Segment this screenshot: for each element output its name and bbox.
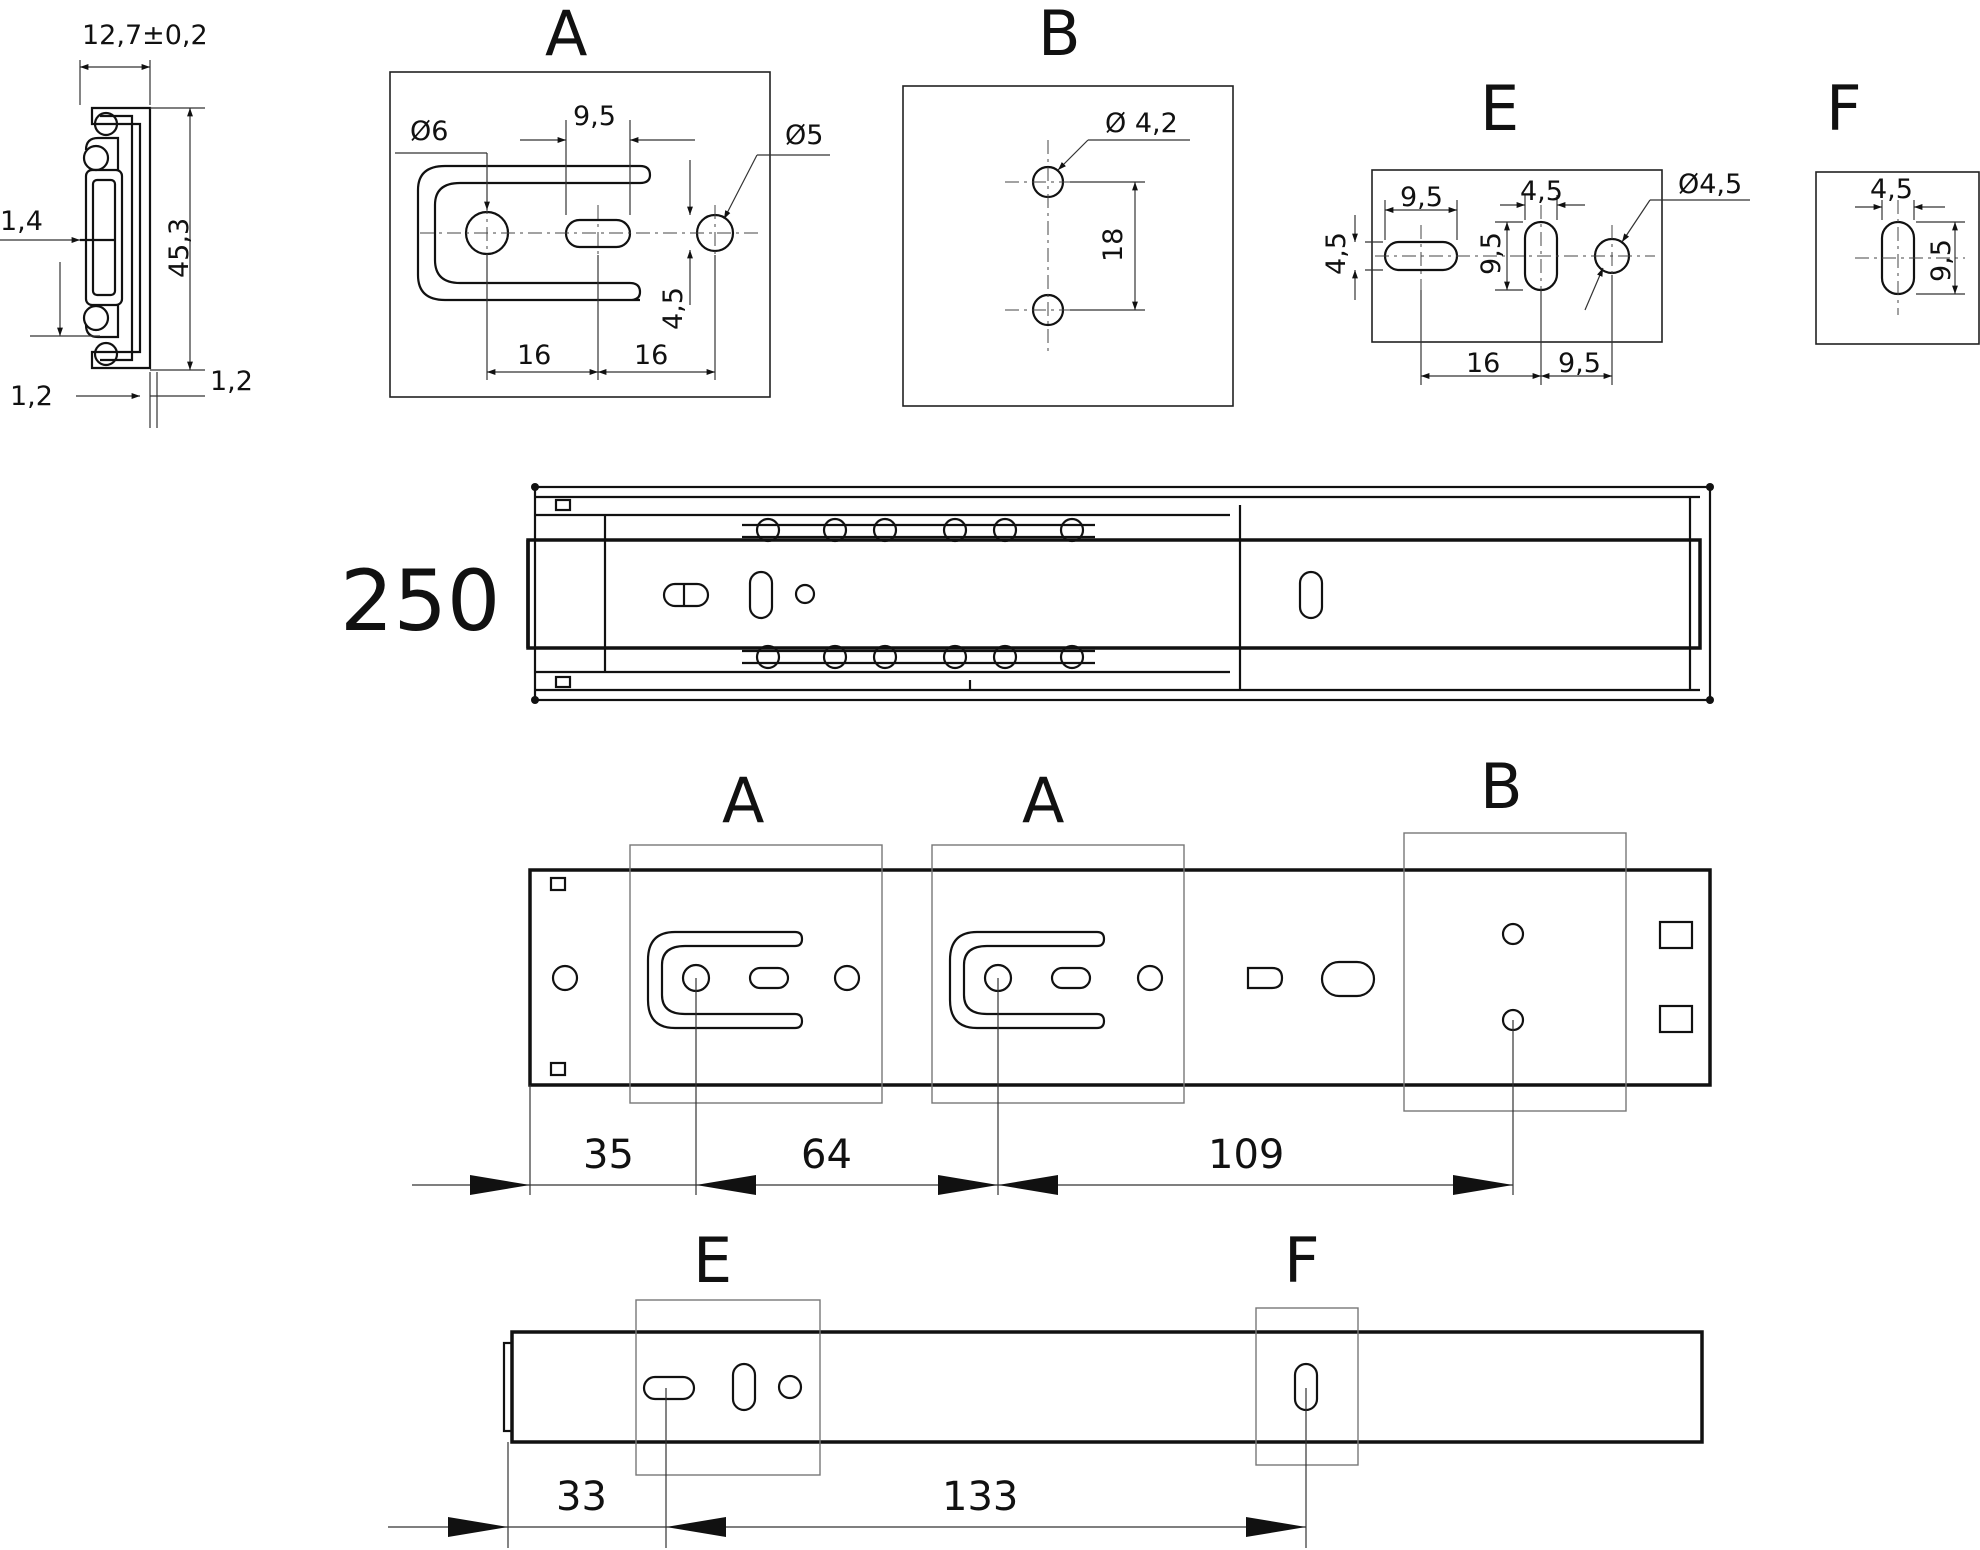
detail-e-slot-h-w: 4,5 [1321,232,1352,275]
detail-a-dia-right: Ø5 [785,120,823,151]
cabinet-label-a1: A [722,764,764,837]
drawer-rail: E F 33 133 [388,1224,1704,1548]
product-length: 250 [340,552,500,650]
detail-b-spacing: 18 [1098,228,1129,262]
detail-a: A Ø6 Ø5 9,5 4,5 16 16 [389,0,830,398]
section-width-dim: 12,7±0,2 [82,20,208,51]
detail-a-slot-w: 4,5 [658,287,689,330]
profile-cross-section: 12,7±0,2 45,3 1,4 1,2 1,2 [0,20,253,428]
cabinet-rail: A A B 35 64 109 [412,750,1712,1195]
section-dim-left-top: 1,4 [0,206,43,237]
cabinet-label-b: B [1480,750,1523,823]
cabinet-dim-64: 64 [801,1132,852,1178]
section-height-dim: 45,3 [164,218,195,278]
detail-a-spacing-right: 16 [634,340,668,371]
cabinet-dim-109: 109 [1208,1132,1284,1178]
drawer-label-f: F [1284,1224,1320,1297]
drawer-label-e: E [693,1224,732,1297]
detail-e-dia: Ø4,5 [1678,169,1742,200]
detail-a-spacing-left: 16 [517,340,551,371]
detail-e-slot-v-len: 9,5 [1476,232,1507,275]
detail-a-label: A [545,0,587,70]
detail-b-dia: Ø 4,2 [1105,108,1178,139]
detail-a-slot-len: 9,5 [573,101,616,132]
detail-f: F 4,5 9,5 [1815,72,1980,345]
detail-b-label: B [1038,0,1081,70]
detail-e-label: E [1480,72,1519,145]
detail-e-spacing-right: 9,5 [1558,348,1601,379]
detail-b: B Ø 4,2 18 [902,0,1234,407]
detail-e-slot-h-len: 9,5 [1400,182,1443,213]
detail-e-slot-v-w: 4,5 [1520,176,1563,207]
detail-f-label: F [1826,72,1862,145]
detail-a-dia-left: Ø6 [410,116,448,147]
cabinet-dim-35: 35 [583,1132,634,1178]
drawer-dim-133: 133 [942,1474,1018,1520]
cabinet-label-a2: A [1022,764,1064,837]
detail-e-spacing-left: 16 [1466,348,1500,379]
lower-ball-cage [742,644,1095,670]
section-dim-right-bottom: 1,2 [210,366,253,397]
detail-e: E 9,5 4,5 4,5 9,5 Ø4,5 16 [1321,72,1750,385]
slide-top-view: 250 [340,483,1714,704]
section-dim-left-bottom: 1,2 [10,381,53,412]
upper-ball-cage [742,517,1095,543]
detail-f-slot-w: 4,5 [1870,174,1913,205]
detail-f-slot-len: 9,5 [1926,239,1957,282]
drawer-dim-33: 33 [556,1474,607,1520]
